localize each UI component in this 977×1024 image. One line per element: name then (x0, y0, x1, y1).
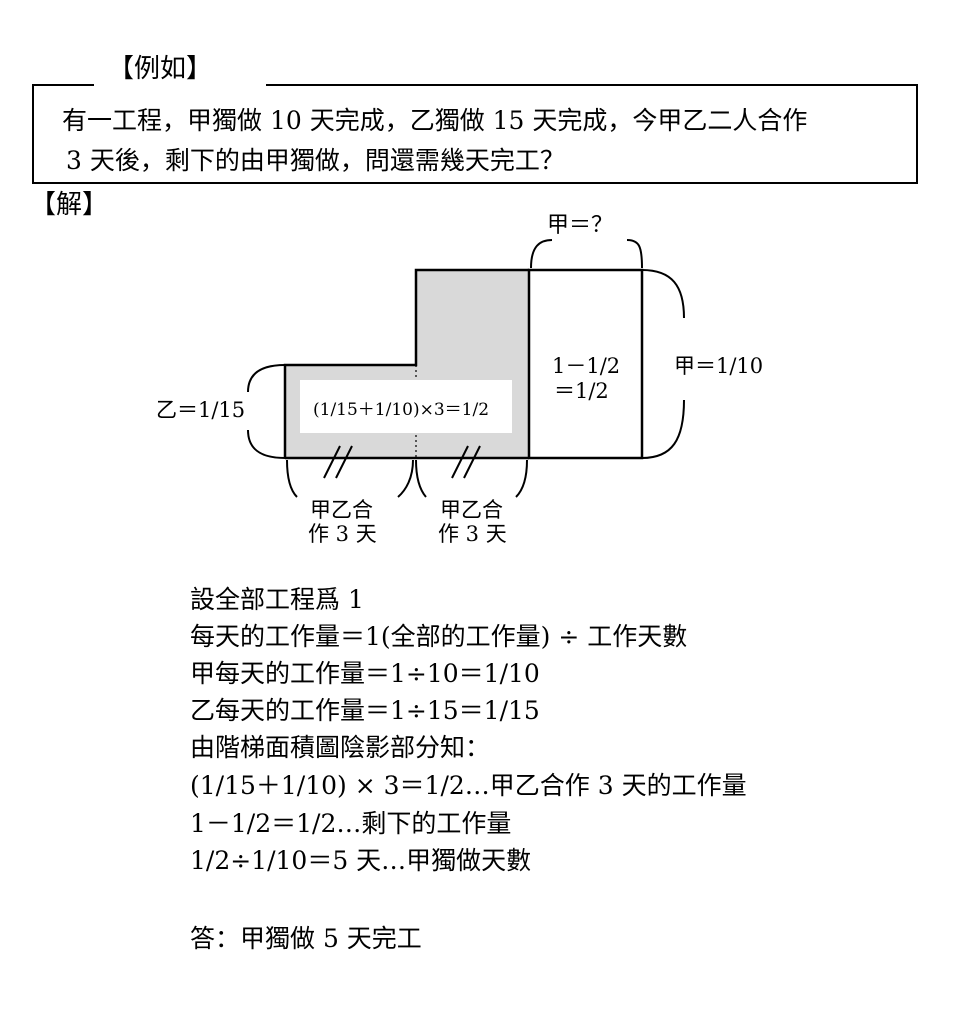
right-label: 甲＝1/10 (674, 354, 763, 378)
bottom-label-2b: 作 3 天 (438, 522, 507, 546)
equal-tick-marks-1 (323, 445, 353, 479)
answer: 答：甲獨做 5 天完工 (190, 924, 422, 953)
equal-tick-marks-2 (451, 445, 481, 479)
bottom-label-1b: 作 3 天 (308, 522, 377, 546)
box-top-border-left (32, 84, 94, 86)
bottom-brace-2 (415, 459, 528, 498)
solution-step: 1/2÷1/10＝5 天…甲獨做天數 (190, 846, 532, 875)
box-top-border-right (266, 84, 918, 86)
remaining-work-box (527, 268, 644, 460)
solution-step: (1/15＋1/10) × 3＝1/2…甲乙合作 3 天的工作量 (190, 771, 747, 800)
bottom-label-1a: 甲乙合 (310, 498, 373, 522)
top-brace (530, 239, 643, 269)
solution-step: 乙每天的工作量＝1÷15＝1/15 (190, 696, 540, 725)
bottom-brace-1 (286, 459, 414, 498)
center-label-box (300, 380, 512, 433)
staircase-diagram: 甲＝？ 甲＝1/10 乙＝1/15 (1/15＋1/10)×3＝1/2 1－1/… (156, 213, 763, 546)
center-label: (1/15＋1/10)×3＝1/2 (313, 400, 489, 420)
top-label: 甲＝？ (547, 213, 613, 238)
remaining-label-1: 1－1/2 (552, 354, 620, 378)
left-label: 乙＝1/15 (156, 398, 245, 422)
example-title: 【例如】 (108, 54, 213, 84)
solution-step: 甲每天的工作量＝1÷10＝1/10 (190, 659, 540, 688)
right-brace (641, 269, 685, 459)
problem-box (32, 84, 918, 184)
left-brace (247, 364, 286, 459)
bottom-label-2a: 甲乙合 (440, 498, 503, 522)
solution-step: 設全部工程爲 1 (190, 585, 364, 614)
problem-line-2: 3 天後，剩下的由甲獨做，問還需幾天完工？ (66, 146, 565, 175)
solution-step: 1－1/2＝1/2…剩下的工作量 (190, 809, 512, 838)
solution-step: 由階梯面積圖陰影部分知： (190, 733, 491, 762)
solution-title: 【解】 (30, 190, 109, 220)
solution-step: 每天的工作量＝1(全部的工作量) ÷ 工作天數 (190, 622, 688, 651)
problem-line-1: 有一工程，甲獨做 10 天完成，乙獨做 15 天完成，今甲乙二人合作 (62, 106, 808, 135)
remaining-label-2: ＝1/2 (554, 379, 609, 403)
